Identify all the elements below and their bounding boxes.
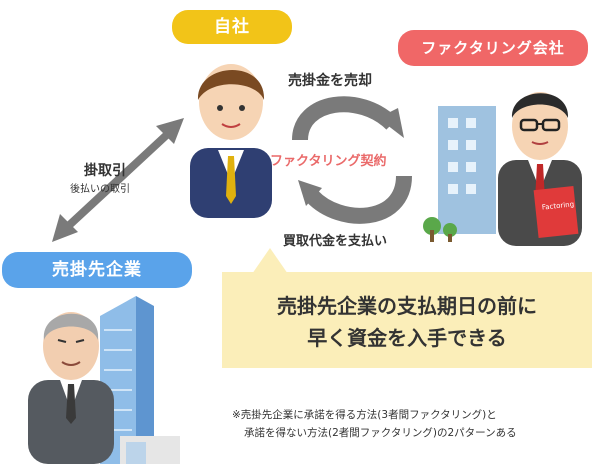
curved-arrow-right-icon: [292, 96, 404, 141]
callout-tail: [252, 248, 288, 274]
credit-transaction-label: 掛取引: [84, 163, 126, 179]
credit-transaction-sublabel: 後払いの取引: [70, 184, 130, 195]
footnote-line-1: ※売掛先企業に承諾を得る方法(3者間ファクタリング)と: [232, 409, 497, 421]
footnote: ※売掛先企業に承諾を得る方法(3者間ファクタリング)と 承諾を得ない方法(2者間…: [232, 406, 517, 442]
company-man-illustration: [190, 64, 272, 218]
receivable-company-label: 売掛先企業: [2, 252, 192, 288]
callout-box: [222, 272, 592, 368]
client-man-illustration: [28, 312, 114, 464]
tree-icon: [423, 217, 457, 242]
curved-arrow-left-icon: [298, 175, 412, 224]
factoring-contract-label: ファクタリング契約: [270, 154, 387, 169]
sell-receivable-label: 売掛金を売却: [288, 73, 372, 89]
callout-line-1: 売掛先企業の支払期日の前に: [277, 294, 537, 318]
factoring-sign: Factoring: [542, 200, 575, 211]
factoring-man-illustration: [498, 92, 582, 246]
callout-text: 売掛先企業の支払期日の前に 早く資金を入手できる: [222, 290, 592, 354]
factoring-company-label: ファクタリング会社: [398, 30, 588, 66]
office-building-icon: [438, 106, 496, 234]
callout-line-2: 早く資金を入手できる: [307, 326, 507, 350]
company-label: 自社: [172, 10, 292, 44]
payment-label: 買取代金を支払い: [283, 234, 388, 249]
footnote-line-2: 承諾を得ない方法(2者間ファクタリング)の2パターンある: [244, 427, 517, 439]
double-arrow-icon: [52, 118, 184, 242]
